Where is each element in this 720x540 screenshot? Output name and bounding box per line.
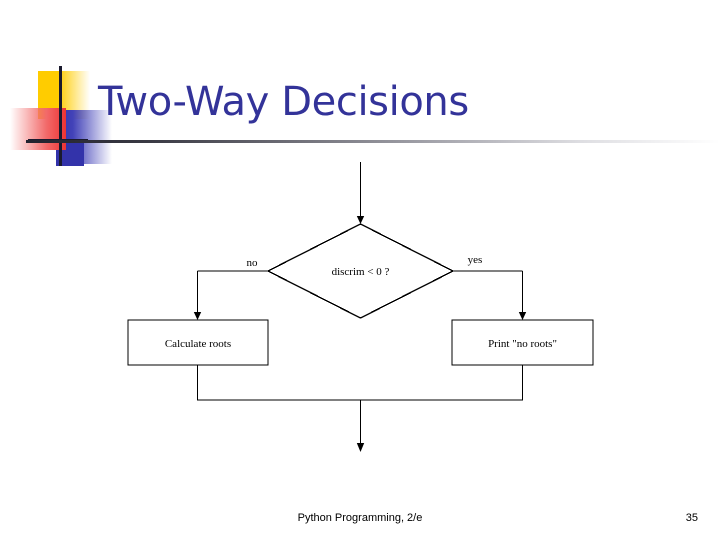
title-underline-rule [26, 140, 720, 143]
flowchart-diagram: discrim < 0 ? Calculate roots Print "no … [0, 150, 720, 480]
decision-diamond-shape [266, 223, 455, 319]
arrowhead-into-decision [356, 216, 365, 224]
right-process-label: Print "no roots" [488, 338, 557, 350]
crosshair-vertical-line-icon [59, 66, 62, 166]
footer-center-text: Python Programming, 2/e [297, 512, 423, 524]
arrowhead-into-left-box [193, 312, 202, 320]
arrowhead-into-right-box [518, 312, 527, 320]
edge-label-yes: yes [468, 254, 483, 266]
arrowhead-exit [356, 443, 365, 452]
red-square-icon [10, 108, 66, 150]
footer-page-number: 35 [685, 512, 698, 524]
decision-label: discrim < 0 ? [332, 266, 390, 278]
slide-title: Two-Way Decisions [98, 79, 469, 125]
left-process-label: Calculate roots [165, 338, 231, 350]
edge-label-no: no [247, 257, 259, 269]
